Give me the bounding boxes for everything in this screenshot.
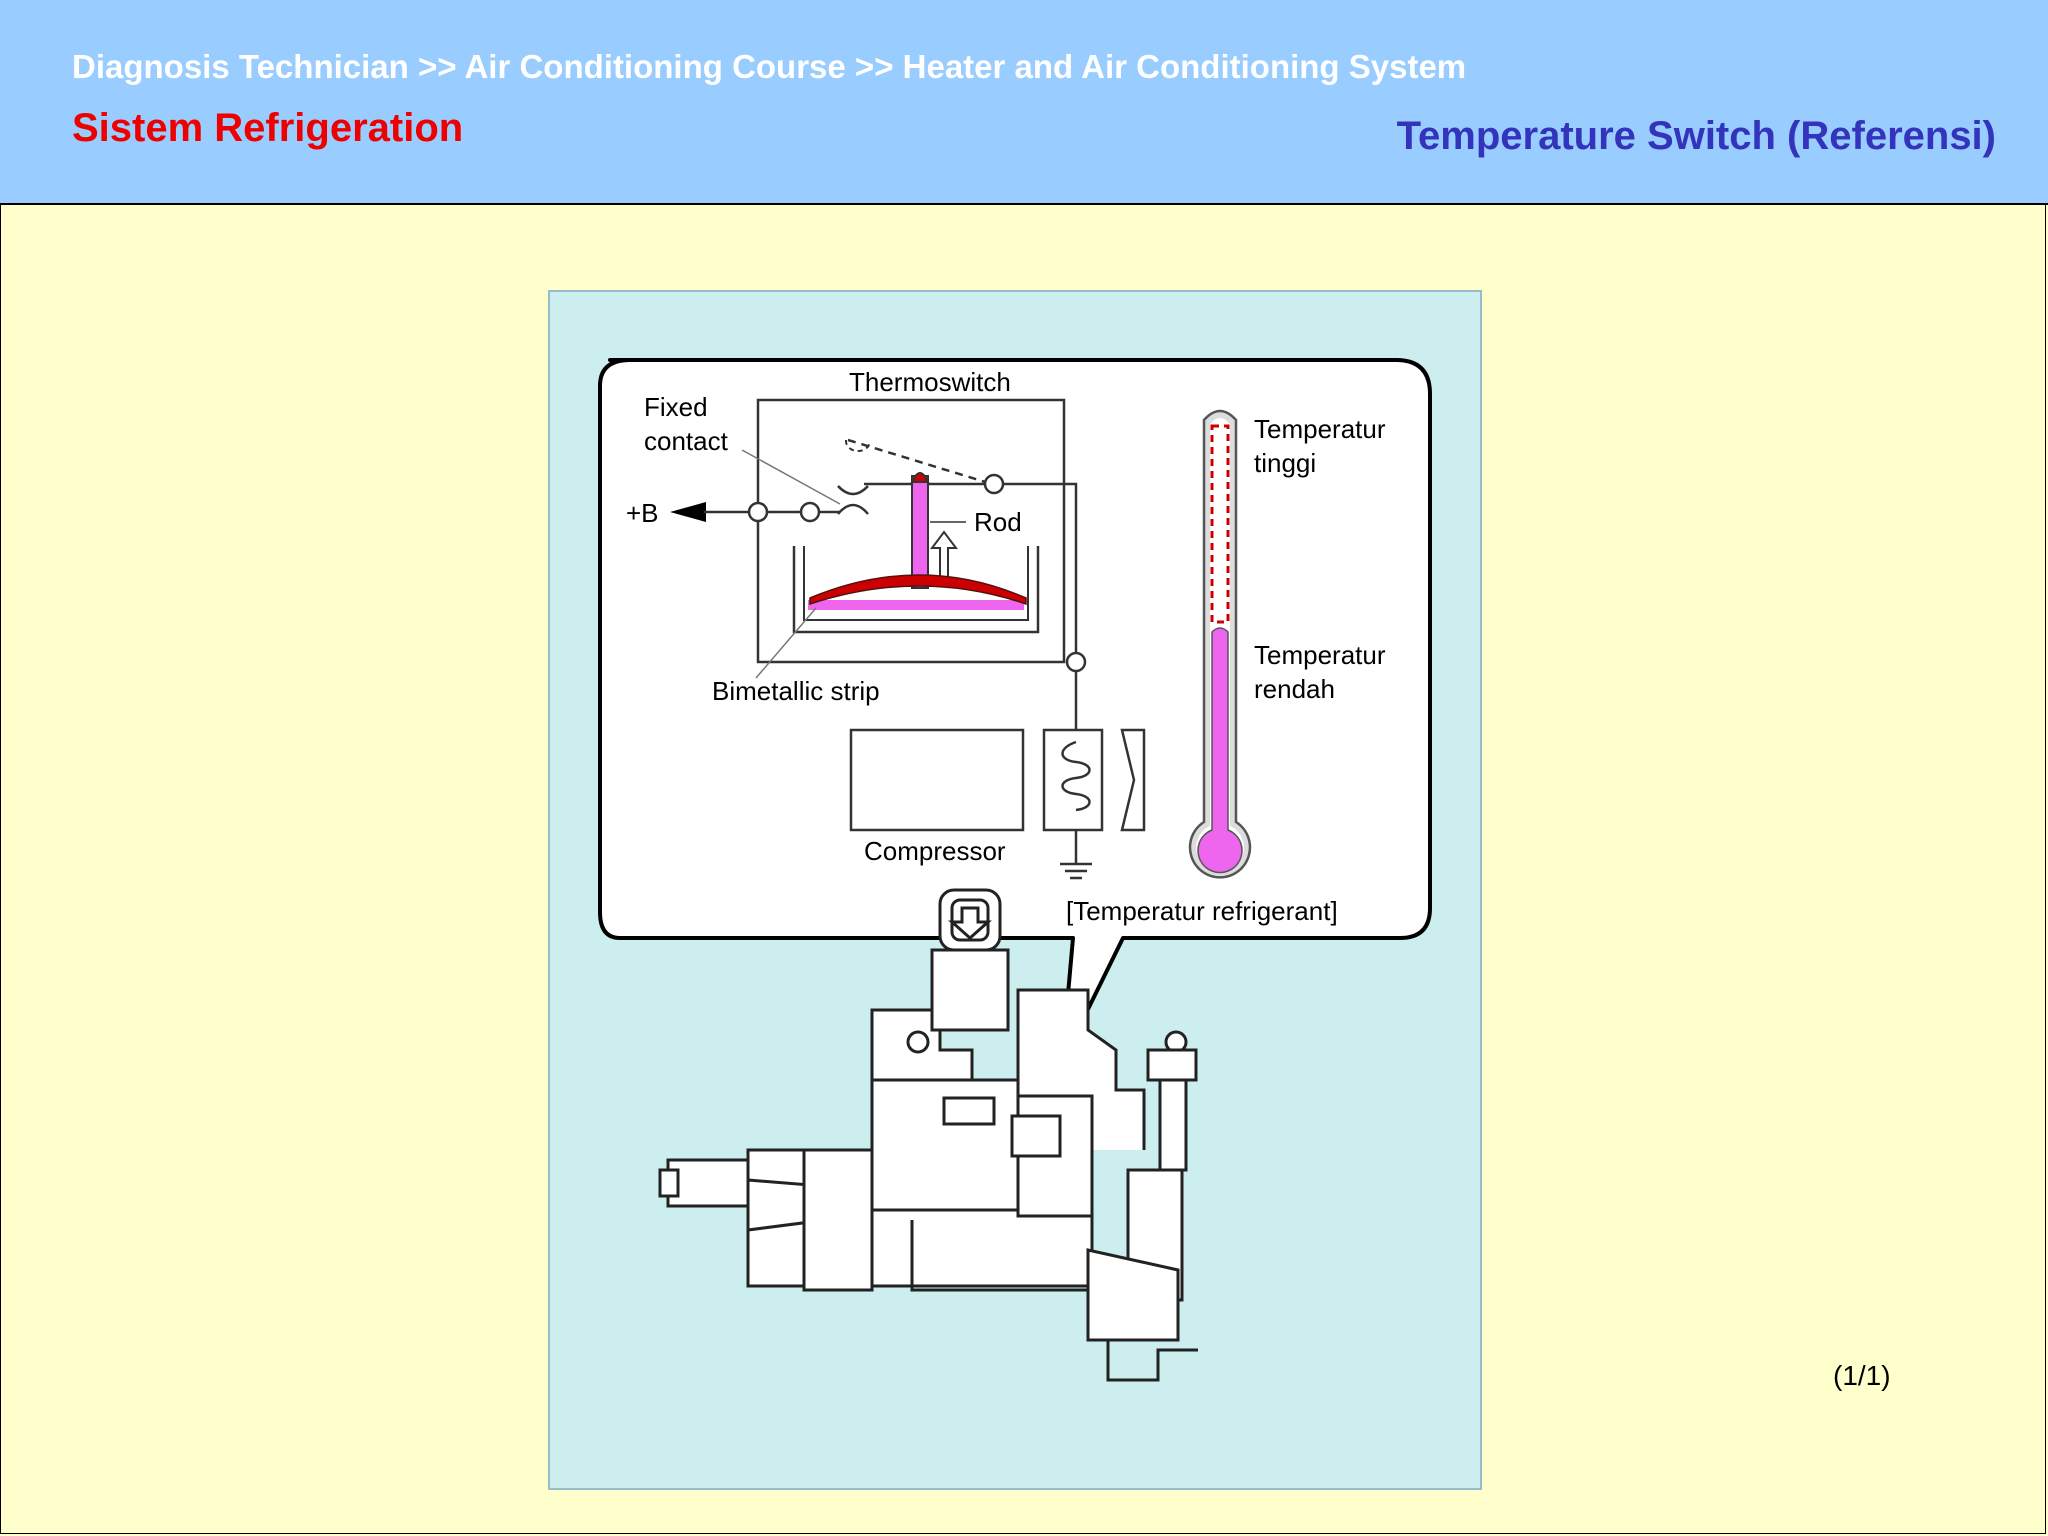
terminal-inner bbox=[799, 501, 821, 523]
header-bar: Diagnosis Technician >> Air Conditioning… bbox=[0, 0, 2048, 205]
label-temp-low-2: rendah bbox=[1254, 674, 1335, 704]
rod-tip bbox=[910, 472, 930, 483]
contact-open-ghost bbox=[844, 439, 871, 452]
section-title: Sistem Refrigeration bbox=[72, 106, 464, 150]
label-bimetallic-strip: Bimetallic strip bbox=[712, 676, 880, 706]
bimetallic-strip bbox=[809, 574, 1027, 606]
label-refrigerant-temp: [Temperatur refrigerant] bbox=[1066, 896, 1338, 926]
compressor-drawing bbox=[658, 888, 1198, 1382]
clutch-coil-box bbox=[1042, 728, 1104, 832]
plus-b-arrow bbox=[670, 502, 706, 522]
label-plus-b: +B bbox=[626, 498, 659, 528]
label-compressor: Compressor bbox=[864, 836, 1006, 866]
page-counter: (1/1) bbox=[1833, 1360, 1891, 1391]
terminal-bottom bbox=[1065, 651, 1087, 673]
bimetallic-leader bbox=[755, 607, 817, 679]
clutch-coil bbox=[1061, 740, 1091, 812]
fixed-contact-leader bbox=[741, 449, 841, 505]
fixed-contact bbox=[837, 485, 869, 515]
compressor-box bbox=[849, 728, 1025, 832]
thermometer-high-dashed bbox=[1210, 424, 1230, 624]
breadcrumb: Diagnosis Technician >> Air Conditioning… bbox=[72, 48, 1467, 85]
pivot-terminal bbox=[983, 473, 1005, 495]
label-temp-high-2: tinggi bbox=[1254, 448, 1316, 478]
contact-arm-open bbox=[847, 438, 993, 486]
thermoswitch-diagram: Thermoswitch Fixed contact +B Rod Bimeta… bbox=[548, 290, 1482, 1490]
terminal-left bbox=[747, 501, 769, 523]
strip-housing-inner bbox=[803, 546, 1029, 621]
strip-housing bbox=[792, 546, 1040, 634]
strip-base-pink bbox=[808, 600, 1024, 610]
rod bbox=[911, 475, 929, 589]
slide-title: Temperature Switch (Referensi) bbox=[1396, 114, 1996, 158]
label-temp-low-1: Temperatur bbox=[1254, 640, 1386, 670]
label-temp-high-1: Temperatur bbox=[1254, 414, 1386, 444]
label-fixed-contact-2: contact bbox=[644, 426, 729, 456]
pivot-wire bbox=[1003, 482, 1078, 662]
thermometer-mercury bbox=[1197, 627, 1243, 874]
thermoswitch-box bbox=[756, 398, 1066, 664]
rod-up-arrow bbox=[930, 530, 958, 581]
label-thermoswitch: Thermoswitch bbox=[849, 367, 1011, 397]
label-fixed-contact-1: Fixed bbox=[644, 392, 708, 422]
label-rod: Rod bbox=[974, 507, 1022, 537]
clutch-pulley bbox=[1120, 728, 1146, 832]
